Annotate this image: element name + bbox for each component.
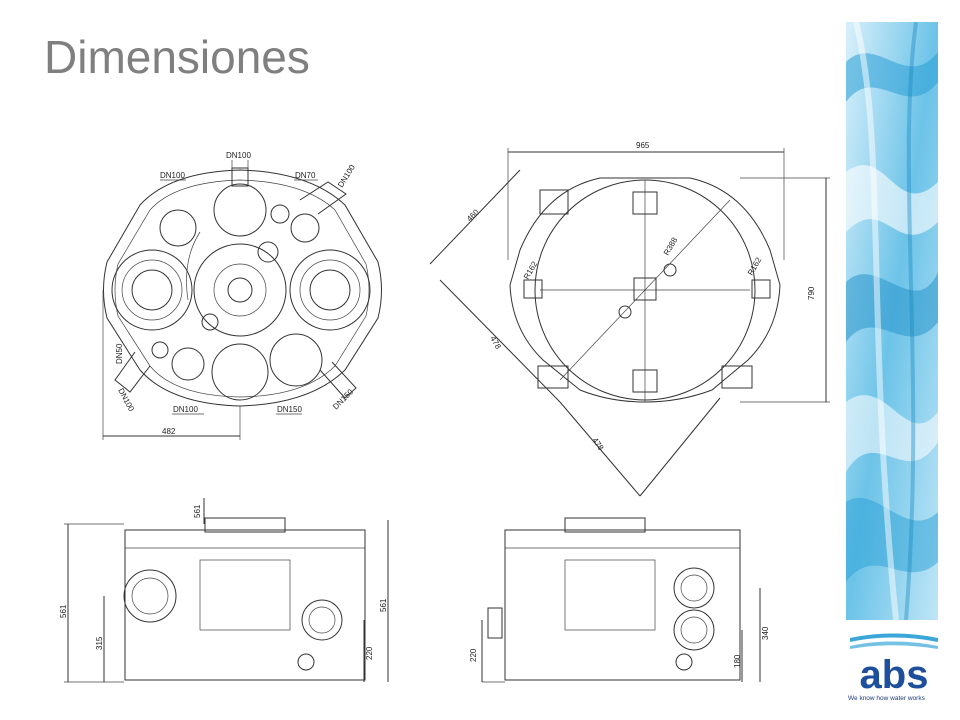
abs-logo: abs We know how water works	[848, 632, 940, 710]
page-title: Dimensiones	[44, 31, 310, 83]
label-inlet-315: 315	[95, 636, 104, 650]
label-diag-478-b: 478	[590, 436, 605, 453]
label-220-right-view: 220	[469, 648, 478, 662]
label-340: 340	[761, 626, 770, 640]
label-outlet-220: 220	[365, 646, 374, 660]
label-180: 180	[733, 654, 742, 668]
label-r162-right: R162	[746, 255, 764, 277]
plan-view-left	[102, 160, 382, 440]
label-r388: R388	[662, 235, 680, 257]
logo-wordmark: abs	[860, 653, 929, 694]
plan-view-right	[429, 148, 830, 497]
label-diag-460: 460	[465, 207, 481, 223]
label-width-965: 965	[636, 141, 650, 150]
water-panel-image	[846, 22, 938, 620]
label-dn100-left: DN100	[160, 171, 185, 180]
label-dn150-bottom: DN150	[277, 405, 302, 414]
label-height-561-left: 561	[59, 604, 68, 618]
label-height-561-right: 561	[379, 598, 388, 612]
label-width-482: 482	[162, 427, 176, 436]
logo-tagline: We know how water works	[848, 695, 925, 702]
label-dn150-right: DN150	[331, 387, 355, 411]
side-view-right	[481, 517, 761, 683]
label-diag-478-a: 478	[488, 335, 503, 352]
label-height-561-top: 561	[193, 504, 202, 518]
label-dn100-top: DN100	[226, 151, 251, 160]
label-dn100-right: DN100	[336, 163, 357, 189]
label-dn100-bottom: DN100	[173, 405, 198, 414]
side-view-left	[64, 498, 389, 683]
label-height-790: 790	[807, 286, 816, 300]
label-dn100-bottom-left: DN100	[116, 387, 136, 414]
label-dn70: DN70	[295, 171, 316, 180]
label-dn50: DN50	[115, 343, 124, 364]
